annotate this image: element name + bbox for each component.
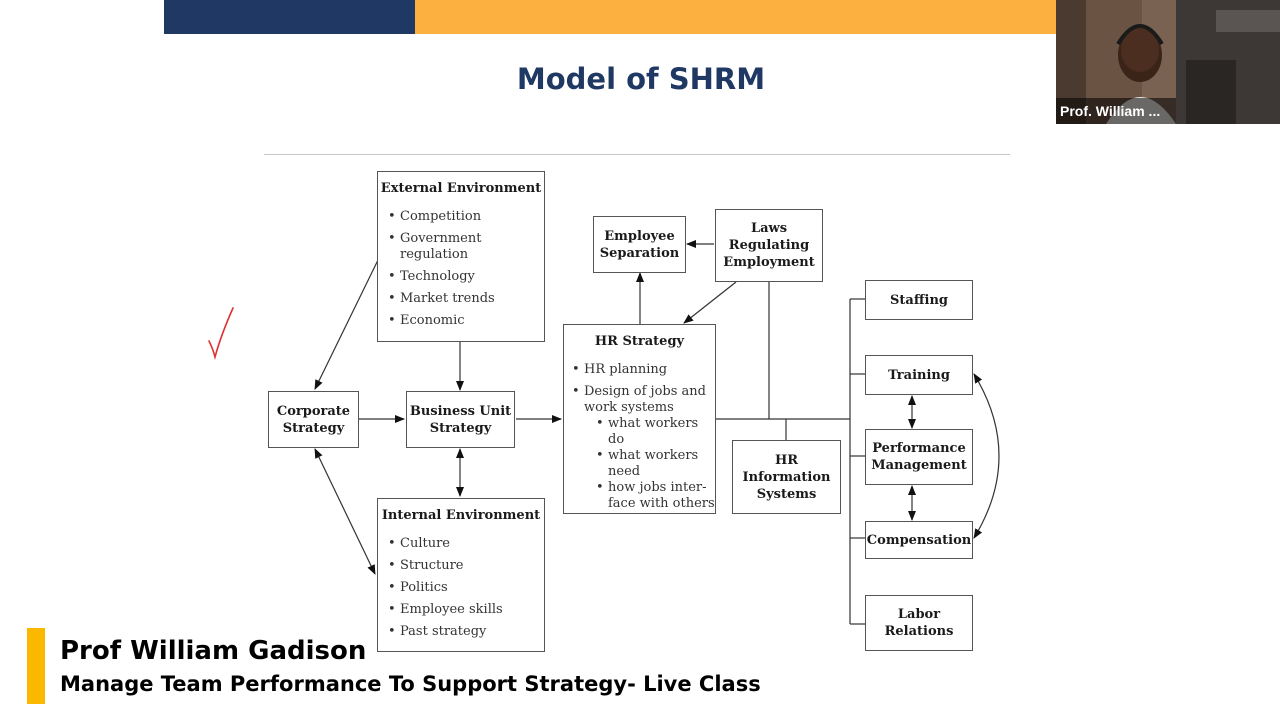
- participant-name-label: Prof. William ...: [1056, 98, 1176, 124]
- labor-relations-label: Labor Relations: [884, 607, 954, 639]
- list-item: Design of jobs and work systems what wor…: [572, 384, 715, 512]
- corporate-strategy-box: Corporate Strategy: [268, 391, 359, 448]
- presenter-name: Prof William Gadison: [60, 636, 367, 666]
- arrow-training-compensation: [973, 373, 1000, 539]
- list-item: Employee skills: [388, 602, 544, 618]
- external-environment-box: External Environment Competition Governm…: [377, 171, 545, 342]
- sub-list-item: what workers need: [596, 448, 715, 480]
- list-item: Politics: [388, 580, 544, 596]
- list-item: Market trends: [388, 291, 544, 307]
- arrow-external-to-corporate: [314, 259, 379, 390]
- room-background: [1176, 0, 1280, 124]
- lower-third-accent: [27, 628, 45, 704]
- compensation-label: Compensation: [866, 532, 972, 548]
- slide-title: Model of SHRM: [516, 62, 766, 96]
- list-item: Culture: [388, 536, 544, 552]
- list-item: Economic: [388, 313, 544, 329]
- employee-separation-box: Employee Separation: [593, 216, 686, 273]
- training-label: Training: [888, 367, 950, 383]
- arrow-corporate-internal: [314, 448, 376, 575]
- arrow-laws-to-hr: [683, 281, 737, 324]
- internal-environment-box: Internal Environment Culture Structure P…: [377, 498, 545, 652]
- performance-management-box: Performance Management: [865, 429, 973, 485]
- title-divider: [264, 154, 1010, 155]
- list-item: Government regulation: [388, 231, 544, 263]
- training-box: Training: [865, 355, 973, 395]
- laws-regulating-employment-box: Laws Regulating Employment: [715, 209, 823, 282]
- hr-information-systems-label: HR Information Systems: [742, 452, 831, 502]
- hr-strategy-box: HR Strategy HR planning Design of jobs a…: [563, 324, 716, 514]
- list-item: Technology: [388, 269, 544, 285]
- labor-relations-box: Labor Relations: [865, 595, 973, 651]
- sub-list-item: how jobs inter-face with others: [596, 480, 715, 512]
- external-environment-list: Competition Government regulation Techno…: [378, 209, 544, 329]
- hr-strategy-sublist: what workers do what workers need how jo…: [584, 416, 715, 512]
- list-item-text: Design of jobs and work systems: [584, 384, 706, 415]
- list-item: Competition: [388, 209, 544, 225]
- hr-information-systems-box: HR Information Systems: [732, 440, 841, 514]
- external-environment-title: External Environment: [380, 181, 542, 196]
- list-item: Past strategy: [388, 624, 544, 640]
- staffing-label: Staffing: [890, 292, 948, 308]
- business-unit-strategy-label: Business Unit Strategy: [409, 403, 512, 436]
- internal-environment-list: Culture Structure Politics Employee skil…: [378, 536, 544, 640]
- staffing-box: Staffing: [865, 280, 973, 320]
- performance-management-label: Performance Management: [871, 441, 967, 473]
- sub-list-item: what workers do: [596, 416, 715, 448]
- session-title: Manage Team Performance To Support Strat…: [60, 672, 761, 696]
- internal-environment-title: Internal Environment: [381, 508, 541, 523]
- hr-strategy-title: HR Strategy: [594, 334, 685, 349]
- employee-separation-label: Employee Separation: [599, 228, 680, 261]
- checkmark-annotation-icon: [208, 307, 234, 361]
- business-unit-strategy-box: Business Unit Strategy: [406, 391, 515, 448]
- header-bar-gold: [415, 0, 1056, 34]
- hr-strategy-list: HR planning Design of jobs and work syst…: [564, 362, 715, 512]
- compensation-box: Compensation: [865, 521, 973, 559]
- list-item: Structure: [388, 558, 544, 574]
- header-bar-navy: [164, 0, 415, 34]
- laws-regulating-employment-label: Laws Regulating Employment: [723, 221, 815, 270]
- list-item: HR planning: [572, 362, 715, 378]
- corporate-strategy-label: Corporate Strategy: [276, 403, 351, 436]
